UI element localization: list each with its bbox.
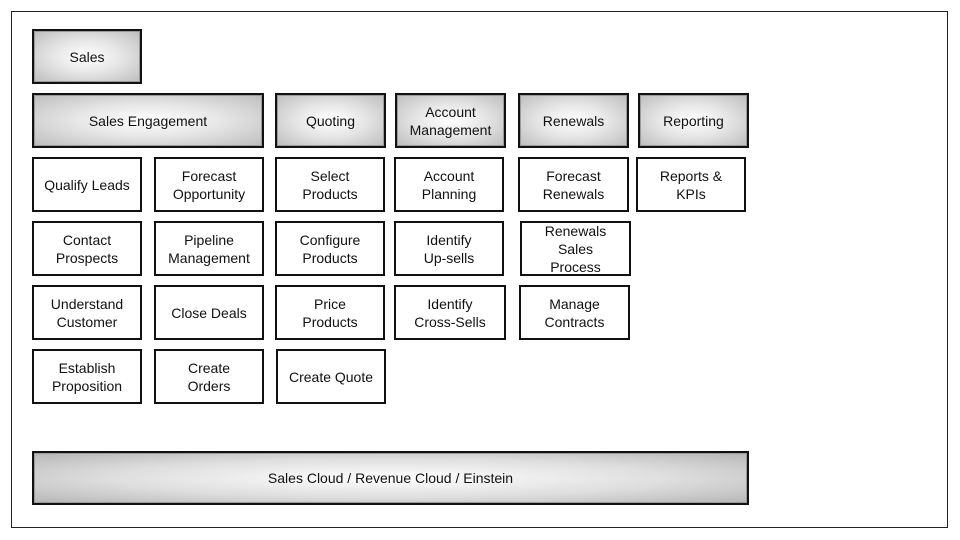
platform-footer-bar: Sales Cloud / Revenue Cloud / Einstein bbox=[32, 451, 749, 505]
reporting-header: Reporting bbox=[638, 93, 749, 148]
reports-kpis-box: Reports & KPIs bbox=[636, 157, 746, 212]
forecast-opportunity-box: Forecast Opportunity bbox=[154, 157, 264, 212]
configure-products-box: Configure Products bbox=[275, 221, 385, 276]
create-quote-box: Create Quote bbox=[276, 349, 386, 404]
identify-cross-sells-box: Identify Cross-Sells bbox=[394, 285, 506, 340]
forecast-renewals-box: Forecast Renewals bbox=[518, 157, 629, 212]
contact-prospects-box: Contact Prospects bbox=[32, 221, 142, 276]
establish-proposition-box: Establish Proposition bbox=[32, 349, 142, 404]
select-products-box: Select Products bbox=[275, 157, 385, 212]
close-deals-box: Close Deals bbox=[154, 285, 264, 340]
account-management-header: Account Management bbox=[395, 93, 506, 148]
manage-contracts-box: Manage Contracts bbox=[519, 285, 630, 340]
quoting-header: Quoting bbox=[275, 93, 386, 148]
sales-engagement-header: Sales Engagement bbox=[32, 93, 264, 148]
create-orders-box: Create Orders bbox=[154, 349, 264, 404]
price-products-box: Price Products bbox=[275, 285, 385, 340]
qualify-leads-box: Qualify Leads bbox=[32, 157, 142, 212]
identify-upsells-box: Identify Up-sells bbox=[394, 221, 504, 276]
renewals-sales-process-box: Renewals Sales Process bbox=[520, 221, 631, 276]
account-planning-box: Account Planning bbox=[394, 157, 504, 212]
sales-title-box: Sales bbox=[32, 29, 142, 84]
pipeline-management-box: Pipeline Management bbox=[154, 221, 264, 276]
understand-customer-box: Understand Customer bbox=[32, 285, 142, 340]
renewals-header: Renewals bbox=[518, 93, 629, 148]
